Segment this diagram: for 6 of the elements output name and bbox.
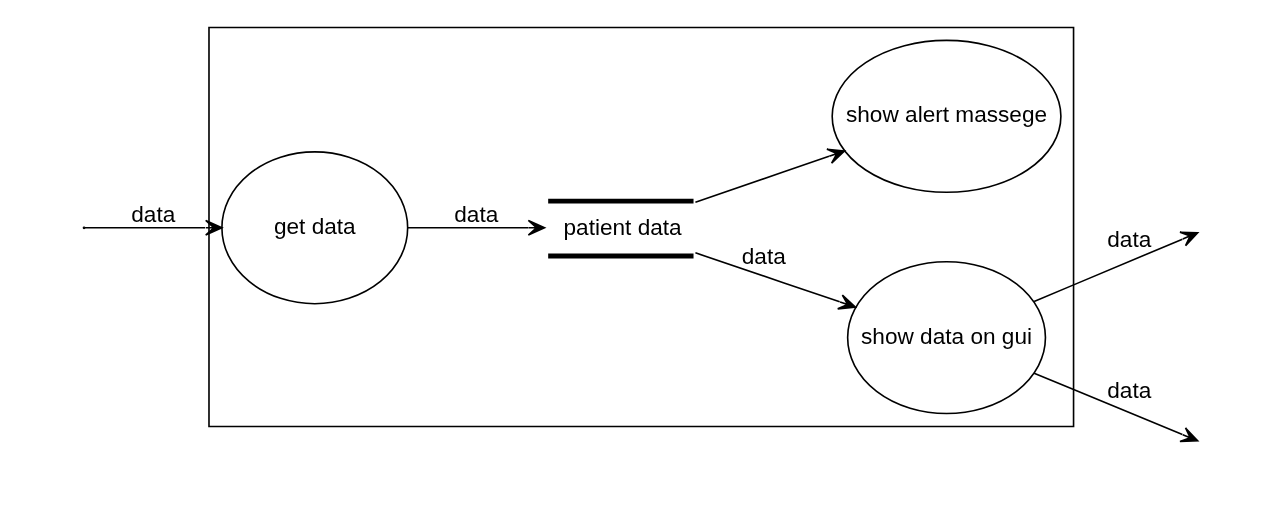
edge-label: data bbox=[741, 243, 786, 269]
edge-label: data bbox=[131, 201, 176, 227]
node-text: patient data bbox=[563, 214, 682, 240]
edge-label: data bbox=[1107, 227, 1152, 253]
edge-label: data bbox=[454, 201, 499, 227]
edge-label: data bbox=[1107, 377, 1152, 403]
